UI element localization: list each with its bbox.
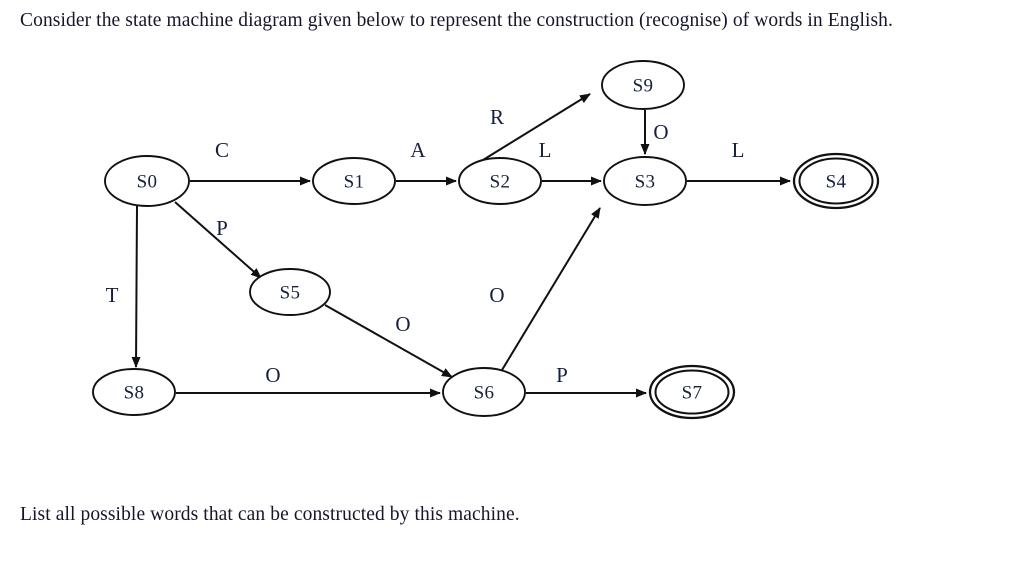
- transition-s3-to-s4: L: [687, 138, 791, 186]
- state-label: S5: [280, 283, 301, 304]
- state-circle: [442, 367, 526, 417]
- state-node-s8[interactable]: S8: [92, 368, 176, 416]
- state-circle: [603, 156, 687, 206]
- state-node-s5[interactable]: S5: [249, 268, 331, 316]
- transition-s0-to-s8: T: [106, 205, 141, 368]
- transition-label: O: [395, 312, 410, 336]
- question-prompt-top: Consider the state machine diagram given…: [20, 10, 893, 31]
- transition-arrow: [131, 205, 141, 368]
- transition-label: P: [216, 216, 228, 240]
- transition-s6-to-s3: O: [489, 207, 601, 371]
- state-label: S1: [344, 172, 365, 193]
- question-prompt-bottom: List all possible words that can be cons…: [20, 504, 520, 525]
- transition-s8-to-s6: O: [176, 363, 441, 398]
- state-label: S3: [635, 172, 656, 193]
- transition-label: A: [410, 138, 426, 162]
- transition-label: O: [653, 120, 668, 144]
- state-label: S8: [124, 383, 145, 404]
- state-node-s7[interactable]: S7: [648, 364, 736, 420]
- state-circle: [104, 155, 190, 207]
- edges-layer: C A L R O L P T O O O P: [106, 93, 791, 398]
- state-label: S6: [474, 383, 495, 404]
- transition-s9-to-s3: O: [640, 110, 669, 155]
- transition-label: L: [539, 138, 552, 162]
- state-label: S2: [490, 172, 511, 193]
- state-circle: [92, 368, 176, 416]
- state-circle: [249, 268, 331, 316]
- state-circle: [601, 60, 685, 110]
- state-circle: [458, 157, 542, 205]
- transition-label: L: [732, 138, 745, 162]
- accepting-state-inner-ring: [798, 157, 874, 205]
- state-node-s4[interactable]: S4: [792, 152, 880, 210]
- transition-arrow: [324, 304, 453, 378]
- transition-s5-to-s6: O: [324, 304, 453, 378]
- state-label: S9: [633, 76, 654, 97]
- state-node-s9[interactable]: S9: [601, 60, 685, 110]
- transition-arrow: [482, 93, 591, 161]
- state-node-s6[interactable]: S6: [442, 367, 526, 417]
- transition-label: C: [215, 138, 229, 162]
- state-circle: [312, 157, 396, 205]
- state-node-s2[interactable]: S2: [458, 157, 542, 205]
- transition-label: O: [489, 283, 504, 307]
- transition-label: P: [556, 363, 568, 387]
- state-node-s1[interactable]: S1: [312, 157, 396, 205]
- state-node-s3[interactable]: S3: [603, 156, 687, 206]
- accepting-state-inner-ring: [654, 369, 730, 415]
- transition-s2-to-s9: R: [482, 93, 591, 161]
- transition-s6-to-s7: P: [526, 363, 647, 398]
- transition-s0-to-s1: C: [190, 138, 311, 186]
- transition-label: R: [490, 105, 504, 129]
- transition-label: O: [265, 363, 280, 387]
- transition-arrow: [501, 207, 601, 371]
- state-label: S7: [682, 383, 703, 404]
- transition-s2-to-s3: L: [539, 138, 602, 186]
- state-node-s0[interactable]: S0: [104, 155, 190, 207]
- state-label: S4: [826, 172, 847, 193]
- transition-label: T: [106, 283, 119, 307]
- transition-arrow: [174, 201, 262, 279]
- state-label: S0: [137, 172, 158, 193]
- transition-s1-to-s2: A: [396, 138, 457, 186]
- transition-s0-to-s5: P: [174, 201, 262, 279]
